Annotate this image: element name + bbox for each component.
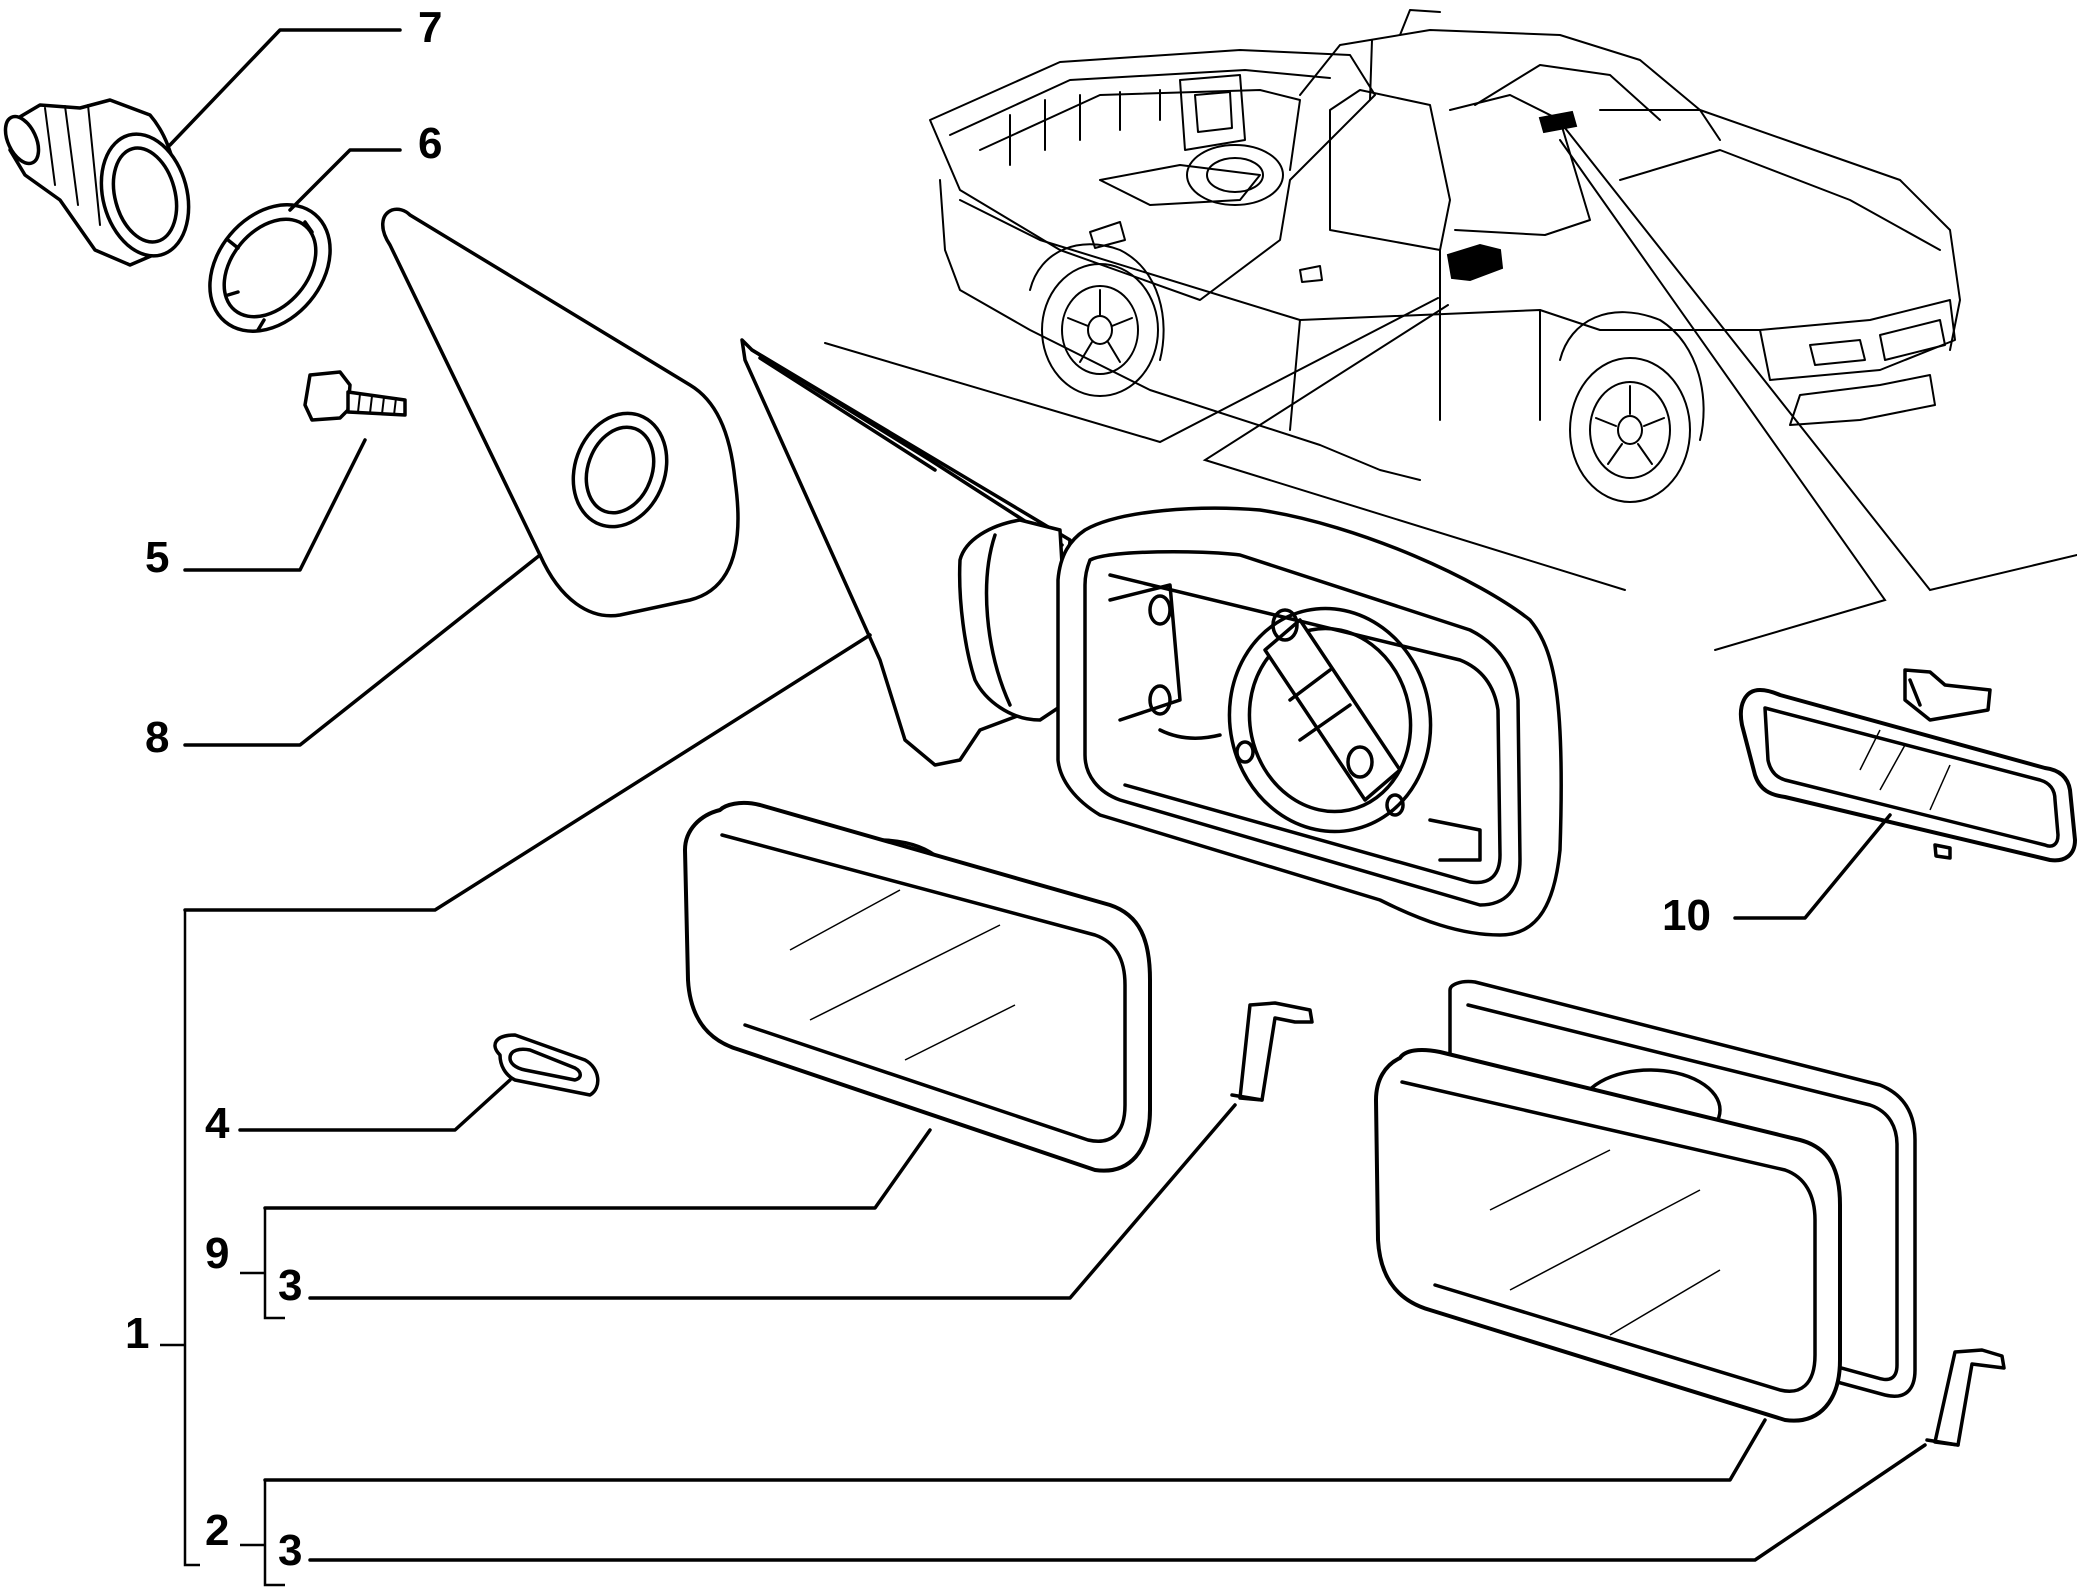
part-10-interior-mirror bbox=[1739, 668, 2077, 863]
part-3-spring-clip-right bbox=[1925, 1348, 2006, 1447]
leader-5 bbox=[183, 438, 367, 572]
mirror-housing bbox=[740, 338, 1563, 937]
leader-4 bbox=[238, 1078, 512, 1132]
leader-lines bbox=[160, 28, 1927, 1587]
part-4-grommet bbox=[493, 1033, 600, 1097]
location-lines bbox=[824, 127, 2077, 651]
callout-5: 5 bbox=[145, 533, 169, 582]
callout-6: 6 bbox=[418, 119, 442, 168]
vehicle-illustration bbox=[929, 9, 1961, 503]
leader-3-left bbox=[308, 1103, 1237, 1300]
leader-7 bbox=[168, 28, 402, 147]
part-6-ring-nut bbox=[208, 203, 332, 333]
callout-3-right: 3 bbox=[278, 1526, 302, 1575]
callout-labels: 7 6 5 8 10 4 9 3 1 2 3 bbox=[125, 3, 1711, 1575]
leader-9 bbox=[263, 1128, 932, 1210]
interior-mirror-highlight bbox=[1538, 110, 1578, 134]
callout-3-left: 3 bbox=[278, 1261, 302, 1310]
callout-9: 9 bbox=[205, 1229, 229, 1278]
callout-2: 2 bbox=[205, 1506, 229, 1555]
bracket-2 bbox=[263, 1480, 285, 1587]
leader-1 bbox=[183, 633, 872, 912]
callout-1: 1 bbox=[125, 1309, 149, 1358]
callout-8: 8 bbox=[145, 713, 169, 762]
callout-7: 7 bbox=[418, 3, 442, 52]
bracket-1 bbox=[183, 910, 200, 1567]
part-7-rubber-boot bbox=[3, 98, 191, 267]
bracket-9 bbox=[263, 1208, 285, 1320]
callout-10: 10 bbox=[1662, 891, 1711, 940]
callout-4: 4 bbox=[205, 1099, 230, 1148]
leader-6 bbox=[288, 148, 402, 212]
part-5-screw bbox=[303, 370, 407, 422]
leader-2 bbox=[263, 1418, 1767, 1482]
part-3-spring-clip-left bbox=[1230, 1001, 1314, 1102]
part-2-heated-glass bbox=[1374, 979, 1917, 1423]
leader-3-right bbox=[308, 1443, 1927, 1562]
leader-8 bbox=[183, 553, 542, 747]
leader-10 bbox=[1733, 813, 1892, 920]
part-9-mirror-glass bbox=[683, 800, 1152, 1173]
part-8-triangular-gasket bbox=[381, 207, 740, 618]
door-mirror-highlight bbox=[1446, 243, 1504, 282]
